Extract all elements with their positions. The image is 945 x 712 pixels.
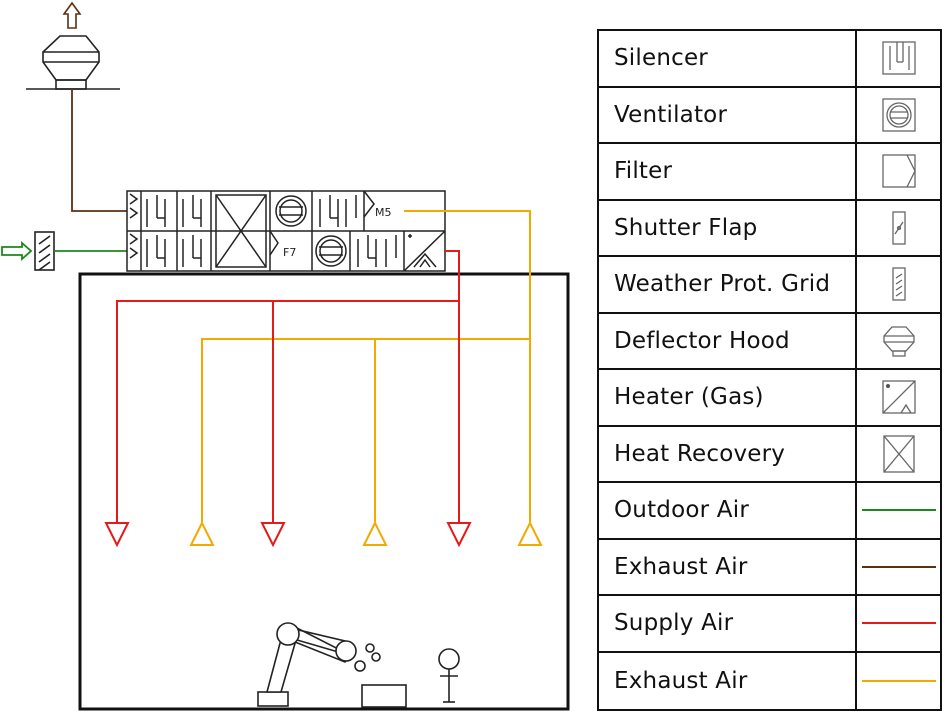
ventilator-icon [857, 88, 940, 143]
air-handling-unit [126, 190, 446, 272]
legend-label: Heater (Gas) [599, 370, 857, 425]
weather-grid-intake [34, 231, 55, 271]
person-figure [438, 648, 460, 703]
workpiece-box [361, 684, 407, 708]
silencer-icon [857, 31, 940, 86]
filter-lower-label: F7 [283, 246, 296, 259]
legend-label: Heat Recovery [599, 426, 857, 481]
deflector-hood-icon [857, 314, 940, 369]
legend-row: Filter [599, 144, 940, 201]
supply-air-line [857, 596, 940, 651]
exhaust-air-brown-duct [71, 89, 127, 212]
heat-recovery-icon [857, 427, 940, 482]
gas-heater-icon [857, 370, 940, 425]
legend-row: Outdoor Air [599, 483, 940, 540]
legend-row: Silencer [599, 31, 940, 88]
outdoor-air-arrow [1, 240, 33, 262]
legend-label: Silencer [599, 31, 857, 86]
legend-label: Shutter Flap [599, 200, 857, 255]
exhaust-air-orange-line [857, 653, 940, 710]
filter-upper-label: M5 [375, 206, 392, 219]
legend-label: Supply Air [599, 596, 857, 651]
exhaust-air-brown-line [857, 540, 940, 595]
legend-label: Exhaust Air [599, 652, 857, 709]
legend-label: Exhaust Air [599, 539, 857, 594]
legend-label: Deflector Hood [599, 313, 857, 368]
legend-row: Exhaust Air [599, 539, 940, 596]
exhaust-air-orange-ducts [201, 210, 531, 522]
legend-row: Exhaust Air [599, 652, 940, 710]
supply-air-outlets [104, 522, 472, 548]
supply-air-red-ducts [116, 250, 460, 522]
outdoor-air-line [857, 483, 940, 538]
legend-row: Shutter Flap [599, 200, 940, 257]
legend-label: Weather Prot. Grid [599, 257, 857, 312]
legend-row: Heater (Gas) [599, 370, 940, 427]
legend-row: Weather Prot. Grid [599, 257, 940, 314]
weather-grid-icon [857, 257, 940, 312]
legend-label: Outdoor Air [599, 483, 857, 538]
legend-row: Ventilator [599, 87, 940, 144]
robot-arm [257, 622, 381, 707]
hall-room [78, 272, 570, 711]
filter-icon [857, 144, 940, 199]
legend-row: Heat Recovery [599, 426, 940, 483]
legend-label: Filter [599, 144, 857, 199]
exhaust-air-inlets [189, 520, 543, 546]
hvac-diagram: F7 M5 [1, 1, 570, 711]
exhaust-up-arrow [62, 1, 82, 29]
legend-row: Deflector Hood [599, 313, 940, 370]
deflector-hood-roof [26, 35, 120, 90]
legend-row: Supply Air [599, 596, 940, 653]
legend-label: Ventilator [599, 87, 857, 142]
shutter-flap-icon [857, 201, 940, 256]
